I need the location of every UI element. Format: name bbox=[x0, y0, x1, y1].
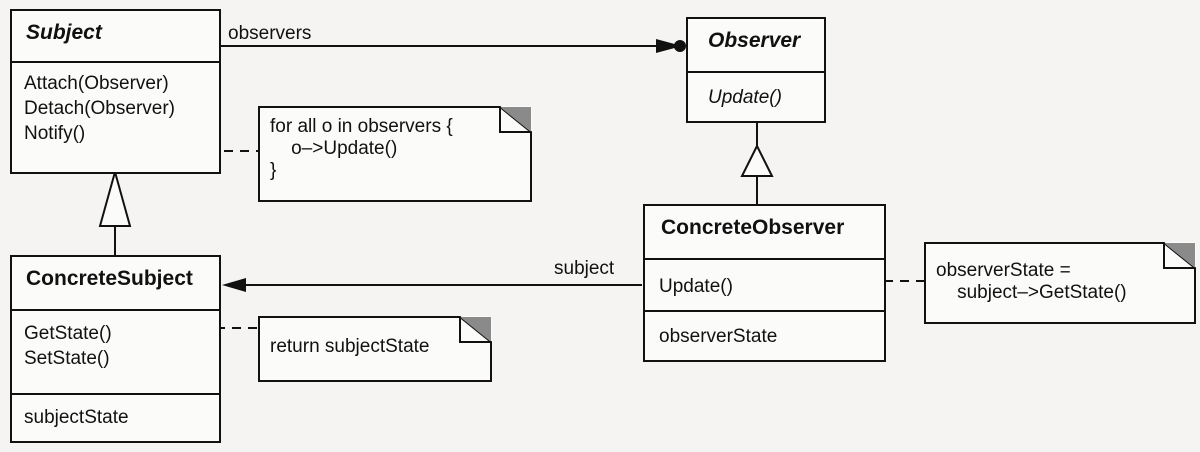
subject-generalization-triangle bbox=[98, 168, 132, 227]
notify-note: for all o in observers { o–>Update() } bbox=[258, 106, 532, 202]
observers-multiplicity-dot bbox=[674, 40, 686, 52]
observer-class-box[interactable]: Observer Update() bbox=[686, 17, 826, 123]
notify-note-text: for all o in observers { o–>Update() } bbox=[270, 116, 453, 181]
subject-operation-attach: Attach(Observer) bbox=[24, 73, 169, 94]
observer-generalization-triangle bbox=[740, 143, 774, 177]
update-note: observerState = subject–>GetState() bbox=[924, 242, 1196, 324]
note-dogear-icon bbox=[258, 316, 492, 382]
concrete-observer-attribute-observerstate: observerState bbox=[659, 326, 778, 347]
concrete-subject-attribute-subjectstate: subjectState bbox=[24, 407, 129, 428]
concrete-observer-class-box[interactable]: ConcreteObserver Update() observerState bbox=[643, 204, 886, 362]
concrete-observer-operation-update: Update() bbox=[659, 276, 733, 297]
observer-operation-update: Update() bbox=[708, 87, 782, 108]
concrete-subject-class-name: ConcreteSubject bbox=[26, 267, 193, 290]
note-dogear-icon bbox=[924, 242, 1196, 324]
concrete-observer-class-name: ConcreteObserver bbox=[661, 216, 845, 239]
subject-operation-detach: Detach(Observer) bbox=[24, 98, 175, 119]
subject-arrowhead bbox=[222, 278, 246, 292]
subject-class-box[interactable]: Subject Attach(Observer) Detach(Observer… bbox=[10, 9, 221, 174]
observer-class-name: Observer bbox=[708, 29, 801, 52]
subject-association-label: subject bbox=[554, 258, 615, 279]
getstate-note-text: return subjectState bbox=[270, 336, 430, 357]
concrete-subject-operation-setstate: SetState() bbox=[24, 348, 110, 369]
concrete-subject-operation-getstate: GetState() bbox=[24, 323, 112, 344]
subject-class-name: Subject bbox=[26, 21, 102, 44]
concrete-subject-class-box[interactable]: ConcreteSubject GetState() SetState() su… bbox=[10, 255, 221, 443]
getstate-note: return subjectState bbox=[258, 316, 492, 382]
subject-operation-notify: Notify() bbox=[24, 123, 86, 144]
update-note-text: observerState = subject–>GetState() bbox=[936, 260, 1127, 303]
observers-association-label: observers bbox=[228, 23, 312, 44]
note-dogear-icon bbox=[258, 106, 532, 202]
observers-arrowhead bbox=[656, 39, 682, 53]
